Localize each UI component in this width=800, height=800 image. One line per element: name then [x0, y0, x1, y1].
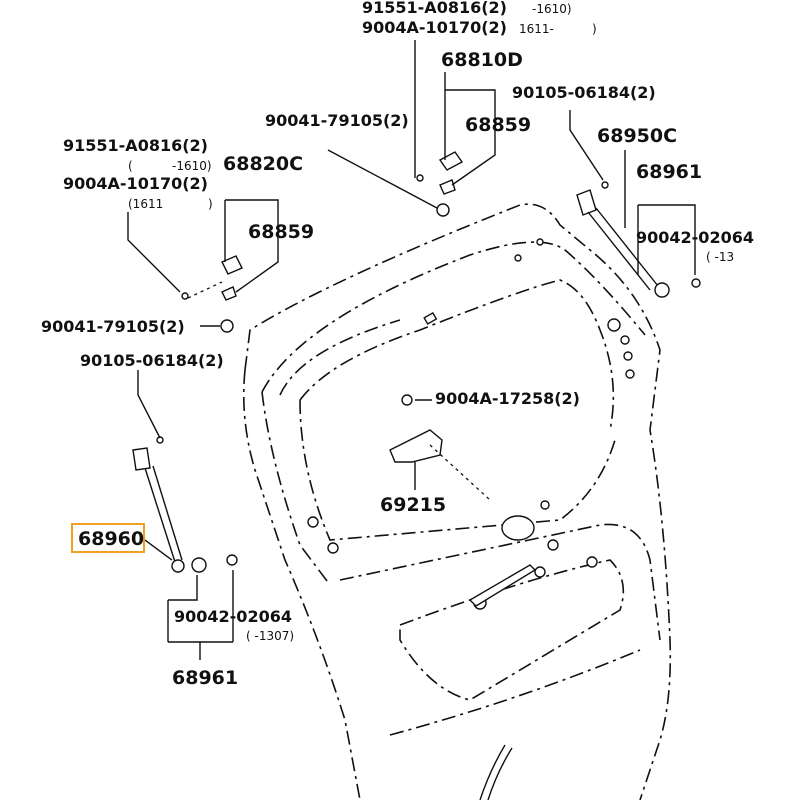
label-9004a-top-range: 1611- — [519, 22, 554, 36]
label-9004a-left-range: (1611 — [128, 197, 163, 211]
label-91551-top-range: -1610) — [532, 2, 572, 16]
highlight-box-68960 — [71, 523, 145, 553]
label-90042-left-range: ( -1307) — [246, 629, 294, 643]
label-90105-left: 90105-06184(2) — [80, 351, 224, 370]
label-9004a-top: 9004A-10170(2) — [362, 18, 507, 37]
label-69215: 69215 — [380, 494, 446, 516]
back-door-panel — [242, 203, 672, 800]
label-91551-left-range-open: ( — [128, 159, 133, 173]
label-90042-right-range: ( -13 — [706, 250, 734, 264]
label-90041-left: 90041-79105(2) — [41, 317, 185, 336]
label-68960[interactable]: 68960 — [78, 528, 144, 550]
label-68810d: 68810D — [441, 49, 523, 71]
label-9004a-17258: 9004A-17258(2) — [435, 389, 580, 408]
label-68820c: 68820C — [223, 153, 303, 175]
label-68961-left: 68961 — [172, 667, 238, 689]
label-91551-left: 91551-A0816(2) — [63, 136, 208, 155]
label-90042-right: 90042-02064 — [636, 228, 754, 247]
label-9004a-left-close: ) — [208, 197, 213, 211]
part-labels: 91551-A0816(2) -1610) 9004A-10170(2) 161… — [41, 0, 754, 689]
label-68859-top: 68859 — [465, 114, 531, 136]
label-90105-right: 90105-06184(2) — [512, 83, 656, 102]
hinge-assembly-left — [127, 199, 279, 333]
label-91551-left-range: -1610) — [172, 159, 212, 173]
label-68859-left: 68859 — [248, 221, 314, 243]
gas-strut-left — [132, 370, 238, 660]
gas-strut-right — [569, 110, 701, 332]
label-68961-right: 68961 — [636, 161, 702, 183]
label-68950c: 68950C — [597, 125, 677, 147]
label-90042-left: 90042-02064 — [174, 607, 292, 626]
label-9004a-left: 9004A-10170(2) — [63, 174, 208, 193]
latch-assembly — [389, 394, 491, 501]
hinge-assembly-top — [327, 40, 496, 217]
label-91551-top: 91551-A0816(2) — [362, 0, 507, 17]
label-9004a-top-close: ) — [592, 22, 597, 36]
label-90041-top: 90041-79105(2) — [265, 111, 409, 130]
